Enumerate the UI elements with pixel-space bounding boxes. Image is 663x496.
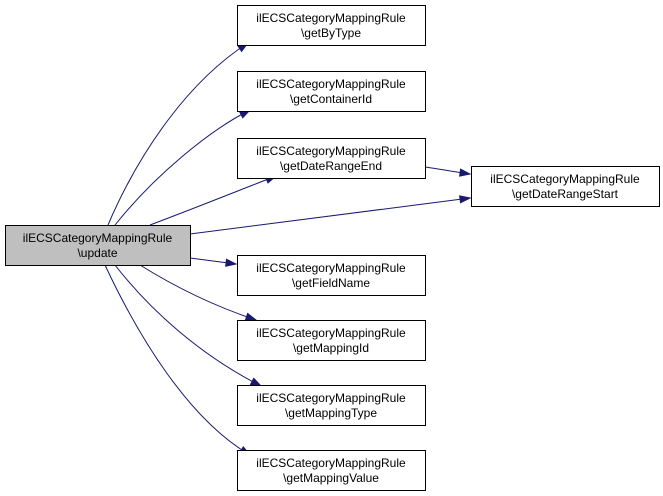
edge-update-to-getMappingId: [139, 264, 258, 321]
node-box: [5, 225, 191, 266]
node-getByType[interactable]: ilECSCategoryMappingRule\getByType: [237, 5, 426, 46]
edge-update-to-getMappingType: [114, 264, 263, 387]
edge-line: [139, 264, 257, 321]
node-box: [237, 385, 426, 426]
edge-update-to-getByType: [107, 42, 250, 226]
node-method-label: \getMappingValue: [283, 471, 379, 485]
call-graph-nodes: ilECSCategoryMappingRule\updateilECSCate…: [5, 5, 660, 491]
node-method-label: \getDateRangeEnd: [280, 159, 382, 173]
node-class-label: ilECSCategoryMappingRule: [23, 231, 173, 245]
edge-getDateRangeEnd-to-getDateRangeStart: [424, 166, 472, 177]
node-getContainerId[interactable]: ilECSCategoryMappingRule\getContainerId: [237, 71, 426, 112]
node-method-label: \update: [77, 246, 117, 260]
node-method-label: \getMappingType: [285, 406, 377, 420]
arrowhead: [225, 258, 238, 267]
node-box: [237, 450, 426, 491]
node-box: [237, 255, 426, 296]
edge-line: [107, 42, 249, 226]
node-box: [237, 320, 426, 361]
edge-update-to-getDateRangeStart: [189, 195, 472, 235]
edge-update-to-getFieldName: [189, 257, 238, 267]
node-method-label: \getMappingId: [293, 341, 369, 355]
node-class-label: ilECSCategoryMappingRule: [256, 326, 406, 340]
arrowhead: [459, 195, 472, 204]
node-box: [237, 71, 426, 112]
arrowhead: [244, 312, 258, 321]
node-class-label: ilECSCategoryMappingRule: [256, 77, 406, 91]
node-method-label: \getContainerId: [290, 92, 372, 106]
arrowhead: [249, 377, 263, 387]
edge-line: [114, 109, 251, 226]
node-box: [237, 5, 426, 46]
node-getMappingValue[interactable]: ilECSCategoryMappingRule\getMappingValue: [237, 450, 426, 491]
node-update[interactable]: ilECSCategoryMappingRule\update: [5, 225, 191, 266]
node-getDateRangeStart[interactable]: ilECSCategoryMappingRule\getDateRangeSta…: [471, 166, 660, 207]
edge-line: [104, 264, 251, 456]
node-method-label: \getByType: [301, 26, 361, 40]
node-class-label: ilECSCategoryMappingRule: [490, 172, 640, 186]
edge-update-to-getContainerId: [114, 109, 252, 226]
node-box: [471, 166, 660, 207]
node-class-label: ilECSCategoryMappingRule: [256, 261, 406, 275]
node-class-label: ilECSCategoryMappingRule: [256, 391, 406, 405]
arrowhead: [459, 168, 472, 177]
node-class-label: ilECSCategoryMappingRule: [256, 11, 406, 25]
node-getMappingType[interactable]: ilECSCategoryMappingRule\getMappingType: [237, 385, 426, 426]
node-class-label: ilECSCategoryMappingRule: [256, 456, 406, 470]
node-method-label: \getDateRangeStart: [512, 187, 619, 201]
edge-update-to-getDateRangeEnd: [149, 175, 278, 226]
edge-line: [189, 197, 471, 235]
node-method-label: \getFieldName: [292, 276, 370, 290]
node-getMappingId[interactable]: ilECSCategoryMappingRule\getMappingId: [237, 320, 426, 361]
edge-line: [149, 175, 277, 226]
node-getFieldName[interactable]: ilECSCategoryMappingRule\getFieldName: [237, 255, 426, 296]
edge-line: [114, 264, 262, 387]
node-class-label: ilECSCategoryMappingRule: [256, 144, 406, 158]
node-getDateRangeEnd[interactable]: ilECSCategoryMappingRule\getDateRangeEnd: [237, 138, 426, 179]
edge-update-to-getMappingValue: [104, 264, 252, 456]
node-box: [237, 138, 426, 179]
